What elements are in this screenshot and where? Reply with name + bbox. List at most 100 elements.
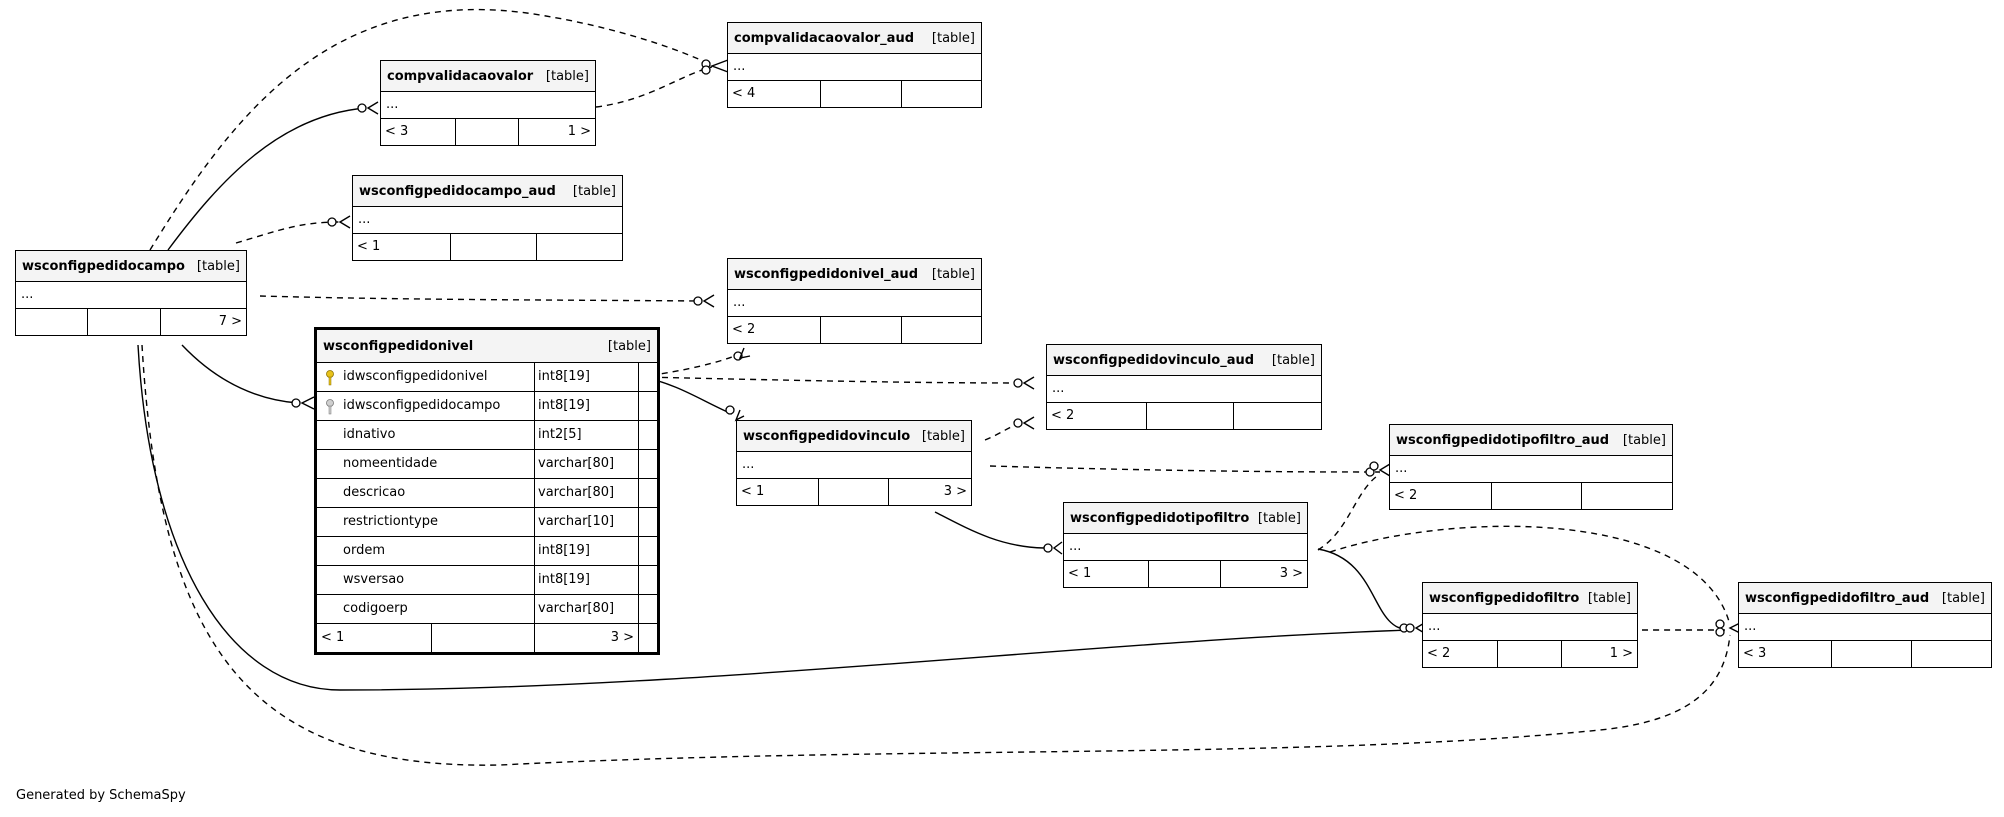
parent-count[interactable]: < 1 xyxy=(1064,561,1150,587)
parent-count[interactable]: < 3 xyxy=(1739,641,1833,667)
column-row[interactable]: descricao varchar[80] xyxy=(317,479,657,508)
child-count[interactable] xyxy=(1234,403,1321,429)
column-row[interactable]: idwsconfigpedidonivel int8[19] xyxy=(317,363,657,392)
child-count[interactable]: 7 > xyxy=(218,314,242,329)
parent-count[interactable]: < 2 xyxy=(1047,403,1148,429)
edge-nivel-vinculo-aud xyxy=(639,376,1023,384)
columns-ellipsis: ... xyxy=(353,207,622,234)
parent-count[interactable] xyxy=(16,309,89,335)
table-wsconfigpedidofiltro-aud[interactable]: wsconfigpedidofiltro_aud[table] ... < 3 xyxy=(1738,582,1992,668)
column-name: ordem xyxy=(343,543,385,558)
table-type: [table] xyxy=(1941,590,1985,606)
child-count[interactable]: 1 > xyxy=(1609,646,1633,661)
table-footer: < 2 xyxy=(728,317,981,343)
row-count xyxy=(451,234,537,260)
table-name: wsconfigpedidofiltro xyxy=(1429,590,1580,606)
table-wsconfigpedidocampo-aud[interactable]: wsconfigpedidocampo_aud[table] ... < 1 xyxy=(352,175,623,261)
table-wsconfigpedidonivel-aud[interactable]: wsconfigpedidonivel_aud[table] ... < 2 xyxy=(727,258,982,344)
columns-ellipsis: ... xyxy=(728,54,981,81)
parent-count[interactable]: < 1 xyxy=(737,479,820,505)
table-footer: < 3 1 > xyxy=(381,119,595,145)
table-compvalidacaovalor[interactable]: compvalidacaovalor[table] ... < 3 1 > xyxy=(380,60,596,146)
columns-ellipsis: ... xyxy=(1064,534,1307,561)
child-count[interactable] xyxy=(1582,483,1672,509)
child-count[interactable] xyxy=(902,317,981,343)
table-footer: < 1 3 > xyxy=(1064,561,1307,587)
column-name: idnativo xyxy=(343,427,396,442)
row-count xyxy=(1832,641,1912,667)
columns-ellipsis: ... xyxy=(728,290,981,317)
edge-campo-filtro xyxy=(137,344,1411,691)
child-count[interactable]: 3 > xyxy=(1279,566,1303,581)
parent-count[interactable]: < 2 xyxy=(1423,641,1499,667)
table-type: [table] xyxy=(1257,510,1301,526)
table-wsconfigpedidocampo[interactable]: wsconfigpedidocampo[table] ... 7 > xyxy=(15,250,247,336)
row-count xyxy=(456,119,519,145)
table-wsconfigpedidotipofiltro-aud[interactable]: wsconfigpedidotipofiltro_aud[table] ... … xyxy=(1389,424,1673,510)
child-count[interactable] xyxy=(537,234,622,260)
edge-vinculo-tipofiltro xyxy=(934,511,1045,549)
table-name: wsconfigpedidofiltro_aud xyxy=(1745,590,1930,606)
primary-key-icon xyxy=(325,369,335,386)
generated-by-label[interactable]: Generated by SchemaSpy xyxy=(16,788,186,803)
parent-count[interactable]: < 1 xyxy=(353,234,452,260)
table-type: [table] xyxy=(921,428,965,444)
table-wsconfigpedidofiltro[interactable]: wsconfigpedidofiltro[table] ... < 2 1 > xyxy=(1422,582,1638,668)
row-count xyxy=(821,81,902,107)
parent-count[interactable]: < 1 xyxy=(317,624,432,652)
parent-count[interactable]: < 4 xyxy=(728,81,822,107)
column-type: varchar[80] xyxy=(535,479,639,507)
table-footer: < 1 xyxy=(353,234,622,260)
child-count[interactable]: 1 > xyxy=(567,124,592,139)
column-name: idwsconfigpedidonivel xyxy=(343,369,488,384)
child-count[interactable]: 3 > xyxy=(943,484,967,499)
edge-tipofiltro-tipofiltro-aud xyxy=(1317,473,1381,551)
column-name: descricao xyxy=(343,485,406,500)
row-count xyxy=(1147,403,1234,429)
column-type: int2[5] xyxy=(535,421,639,449)
table-type: [table] xyxy=(1587,590,1631,606)
table-name: wsconfigpedidocampo xyxy=(22,258,185,274)
column-list: idwsconfigpedidonivel int8[19] idwsconfig… xyxy=(317,363,657,624)
table-type: [table] xyxy=(931,266,975,282)
column-row[interactable]: idnativo int2[5] xyxy=(317,421,657,450)
edge-tipofiltro-filtro xyxy=(1317,548,1411,631)
table-footer: < 2 1 > xyxy=(1423,641,1637,667)
child-count[interactable]: 3 > xyxy=(535,624,639,652)
table-wsconfigpedidotipofiltro[interactable]: wsconfigpedidotipofiltro[table] ... < 1 … xyxy=(1063,502,1308,588)
table-type: [table] xyxy=(931,30,975,46)
columns-ellipsis: ... xyxy=(1390,456,1672,483)
edge-campo-nivel-aud xyxy=(259,295,701,302)
table-name: compvalidacaovalor_aud xyxy=(734,30,915,46)
edge-campo-campo-aud xyxy=(235,221,341,244)
table-name: wsconfigpedidonivel xyxy=(323,338,474,354)
row-count xyxy=(819,479,889,505)
parent-count[interactable]: < 2 xyxy=(728,317,822,343)
table-compvalidacaovalor-aud[interactable]: compvalidacaovalor_aud [table] ... < 4 xyxy=(727,22,982,108)
table-wsconfigpedidovinculo[interactable]: wsconfigpedidovinculo[table] ... < 1 3 > xyxy=(736,420,972,506)
parent-count[interactable]: < 3 xyxy=(381,119,457,145)
table-type: [table] xyxy=(545,68,589,84)
table-type: [table] xyxy=(607,338,651,354)
child-count[interactable] xyxy=(902,81,981,107)
table-type: [table] xyxy=(1271,352,1315,368)
edge-campo-nivel xyxy=(181,344,299,404)
column-name: restrictiontype xyxy=(343,514,438,529)
edge-campo-filtro-aud xyxy=(141,344,1731,766)
column-name: codigoerp xyxy=(343,601,408,616)
row-count xyxy=(821,317,902,343)
table-footer: < 3 xyxy=(1739,641,1991,667)
column-type: int8[19] xyxy=(535,363,639,391)
table-wsconfigpedidovinculo-aud[interactable]: wsconfigpedidovinculo_aud[table] ... < 2 xyxy=(1046,344,1322,430)
edge-vinculo-tipofiltro-aud xyxy=(989,465,1381,473)
table-wsconfigpedidonivel[interactable]: wsconfigpedidonivel [table] idwsconfigped… xyxy=(314,327,660,655)
parent-count[interactable]: < 2 xyxy=(1390,483,1493,509)
child-count[interactable] xyxy=(1912,641,1991,667)
